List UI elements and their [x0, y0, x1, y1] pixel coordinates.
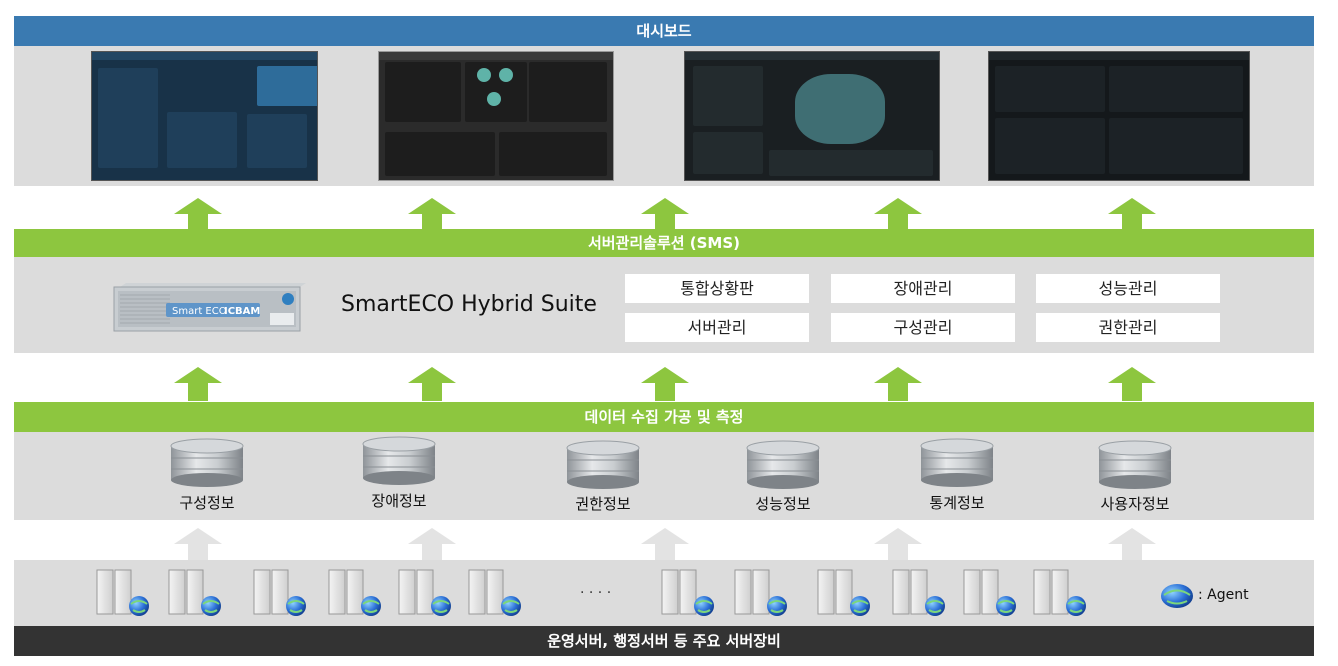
server-appliance-device: Smart ECO ICBAM [113, 283, 306, 332]
function-performance-management: 성능관리 [1036, 274, 1220, 303]
function-permission-management: 권한관리 [1036, 313, 1220, 342]
server-agent-icon [734, 569, 787, 616]
database-label: 구성정보 [179, 494, 235, 512]
server-agent-icon [468, 569, 521, 616]
database-label: 통계정보 [929, 494, 985, 512]
up-arrow-icon [641, 528, 689, 562]
database-icon [170, 438, 244, 487]
sms-banner: 서버관리솔루션 (SMS) [14, 229, 1314, 257]
database-label: 장애정보 [371, 492, 427, 510]
server-agent-icon [892, 569, 945, 616]
collection-title: 데이터 수집 가공 및 측정 [584, 408, 744, 426]
dashboard-screenshot-2 [378, 51, 614, 181]
up-arrow-icon [408, 198, 456, 232]
server-agent-icon [328, 569, 381, 616]
server-agent-icon [253, 569, 306, 616]
up-arrow-icon [408, 528, 456, 562]
function-fault-management: 장애관리 [831, 274, 1015, 303]
server-agent-icon [168, 569, 221, 616]
up-arrow-icon [174, 367, 222, 401]
database-label: 권한정보 [575, 495, 631, 513]
dashboard-screenshot-1 [91, 51, 318, 181]
server-agent-icon [398, 569, 451, 616]
up-arrow-icon [1108, 528, 1156, 562]
server-agent-icon [1033, 569, 1086, 616]
database-icon [566, 440, 640, 489]
servers-footer-title: 운영서버, 행정서버 등 주요 서버장비 [547, 632, 781, 650]
device-brand-left: Smart ECO [172, 306, 227, 317]
function-integrated-dashboard: 통합상황판 [625, 274, 809, 303]
server-agent-icon [963, 569, 1016, 616]
agent-globe-icon [1161, 584, 1193, 608]
servers-footer-banner: 운영서버, 행정서버 등 주요 서버장비 [14, 626, 1314, 656]
up-arrow-icon [874, 367, 922, 401]
dashboard-screenshot-4 [988, 51, 1250, 181]
up-arrow-icon [408, 367, 456, 401]
function-server-management: 서버관리 [625, 313, 809, 342]
up-arrow-icon [1108, 367, 1156, 401]
servers-ellipsis: · · · · [580, 585, 612, 601]
server-agent-icon [96, 569, 149, 616]
server-agent-icon [661, 569, 714, 616]
device-brand-right: ICBAM [224, 306, 260, 317]
database-label: 성능정보 [755, 495, 811, 513]
dashboard-title: 대시보드 [636, 22, 692, 40]
up-arrow-icon [874, 198, 922, 232]
database-icon [920, 438, 994, 487]
collection-banner: 데이터 수집 가공 및 측정 [14, 402, 1314, 432]
database-icon [746, 440, 820, 489]
function-configuration-management: 구성관리 [831, 313, 1015, 342]
agent-legend-label: : Agent [1198, 587, 1249, 603]
up-arrow-icon [874, 528, 922, 562]
dashboard-banner: 대시보드 [14, 16, 1314, 46]
database-icon [1098, 440, 1172, 489]
sms-title: 서버관리솔루션 (SMS) [587, 234, 741, 252]
up-arrow-icon [641, 198, 689, 232]
up-arrow-icon [174, 528, 222, 562]
up-arrow-icon [1108, 198, 1156, 232]
database-label: 사용자정보 [1100, 495, 1170, 513]
up-arrow-icon [641, 367, 689, 401]
database-icon [362, 436, 436, 485]
dashboard-screenshot-3 [684, 51, 940, 181]
up-arrow-icon [174, 198, 222, 232]
server-agent-icon [817, 569, 870, 616]
product-name: SmartECO Hybrid Suite [341, 292, 597, 317]
